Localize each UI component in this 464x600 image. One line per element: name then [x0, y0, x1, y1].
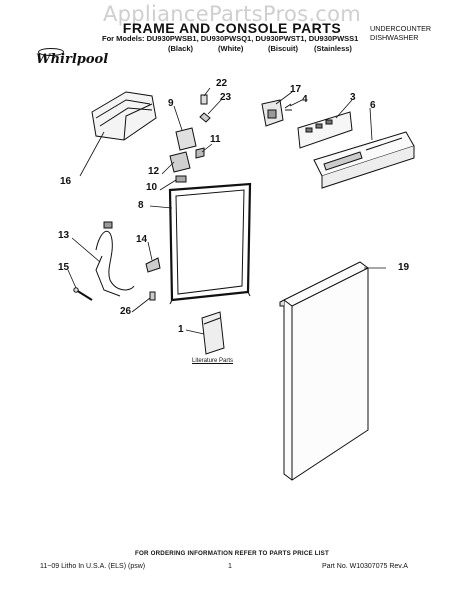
callout-10: 10 — [146, 182, 158, 193]
literature-parts-label: Literature Parts — [192, 358, 234, 364]
category-label: UNDERCOUNTER DISHWASHER — [370, 24, 431, 42]
part-11-clip — [195, 147, 205, 159]
color-stainless: (Stainless) — [314, 44, 352, 53]
callout-4: 4 — [302, 94, 308, 105]
part-4-screw — [284, 103, 292, 111]
callout-17: 17 — [290, 84, 302, 95]
callout-23: 23 — [220, 92, 232, 103]
callout-14: 14 — [136, 234, 148, 245]
part-12-switch — [169, 151, 191, 173]
callout-19: 19 — [398, 262, 410, 273]
color-biscuit: (Biscuit) — [268, 44, 298, 53]
ordering-note: FOR ORDERING INFORMATION REFER TO PARTS … — [135, 550, 329, 557]
page-title: FRAME AND CONSOLE PARTS — [122, 20, 342, 36]
callout-22: 22 — [216, 78, 228, 89]
part-14-connector — [145, 257, 161, 273]
callout-13: 13 — [58, 230, 70, 241]
callout-8: 8 — [138, 200, 144, 211]
callout-16: 16 — [60, 176, 72, 187]
part-8-door-frame — [168, 182, 252, 305]
callout-11: 11 — [210, 134, 221, 145]
part-16-shield — [91, 91, 157, 141]
brand-logo: Whirlpool — [36, 52, 109, 67]
brand-logo-icon — [38, 48, 64, 56]
footer-part-number: Part No. W10307075 Rev.A — [322, 563, 408, 570]
category-line-1: UNDERCOUNTER — [370, 24, 432, 33]
part-10-connector — [175, 175, 187, 183]
callout-12: 12 — [148, 166, 160, 177]
part-3-control-housing — [297, 111, 353, 149]
part-23-screw — [199, 112, 211, 123]
part-6-console-panel — [313, 131, 415, 189]
callout-1: 1 — [178, 324, 184, 335]
callout-26: 26 — [120, 306, 132, 317]
category-line-2: DISHWASHER — [370, 33, 419, 42]
color-black: (Black) — [168, 44, 194, 53]
callout-3: 3 — [350, 92, 356, 103]
footer-page-number: 1 — [228, 563, 232, 570]
callout-6: 6 — [370, 100, 376, 111]
part-15-sensor — [73, 287, 93, 301]
part-17-latch — [261, 99, 284, 127]
watermark: AppliancePartsPros.com — [102, 2, 362, 26]
callout-9: 9 — [168, 98, 174, 109]
part-13-wire-harness — [95, 221, 135, 297]
models-line: For Models: DU930PWSB1, DU930PWSQ1, DU93… — [102, 34, 359, 43]
part-19-side-panel — [279, 261, 369, 481]
part-1-literature — [201, 311, 225, 355]
color-white: (White) — [218, 44, 244, 53]
part-9-bracket — [175, 127, 197, 151]
footer-litho: 11−09 Litho In U.S.A. (ELS) (psw) — [40, 563, 146, 570]
leader-lines — [67, 87, 386, 335]
part-22-clip — [200, 94, 208, 105]
part-26-screw — [149, 291, 156, 301]
callout-15: 15 — [58, 262, 70, 273]
